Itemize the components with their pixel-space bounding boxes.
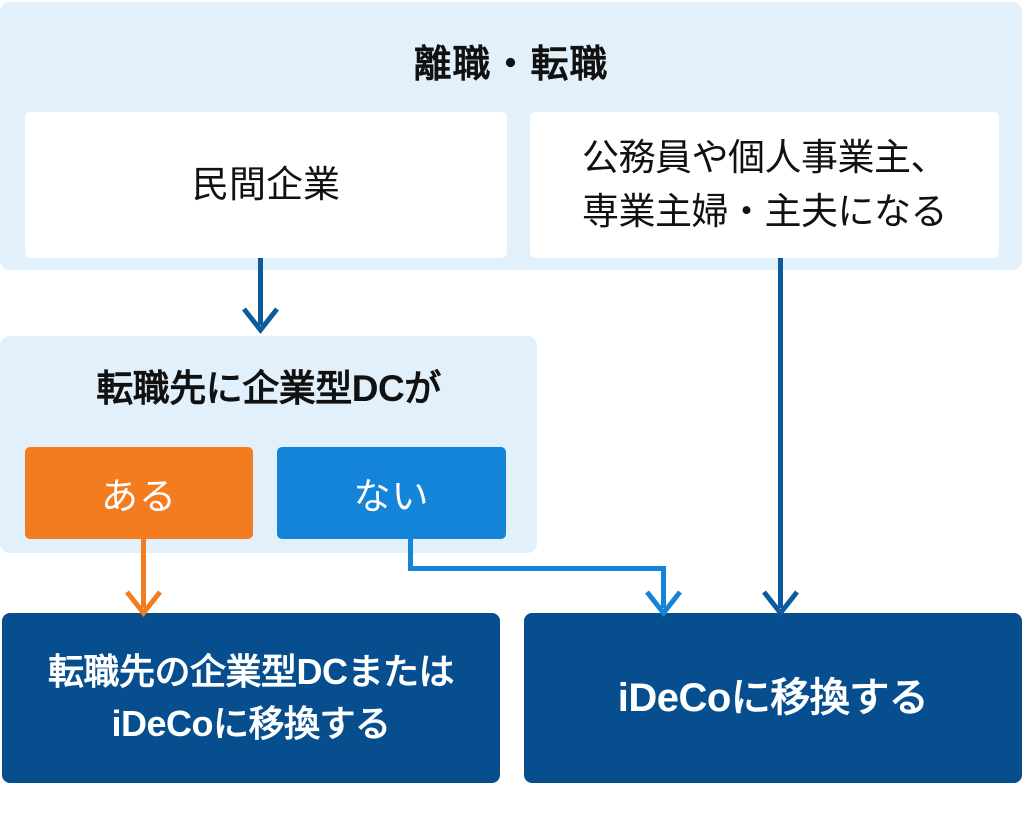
decision-question: 転職先に企業型DCが [96, 368, 441, 409]
option-label-public-servant-line1: 公務員や個人事業主、 [582, 137, 948, 179]
diagram-title: 離職・転職 [413, 44, 609, 86]
decision-choice-yes[interactable]: ある [25, 447, 253, 539]
result-left-line1: 転職先の企業型DCまたは [48, 650, 455, 692]
decision-choice-no-label: ない [353, 476, 430, 517]
decision-choice-no[interactable]: ない [277, 447, 506, 539]
option-box-public-servant[interactable]: 公務員や個人事業主、 専業主婦・主夫になる [530, 112, 999, 258]
decision-choice-yes-label: ある [101, 476, 177, 517]
connector-public-to-ideco [762, 258, 799, 618]
result-left-line2: iDeCoに移換する [111, 703, 391, 744]
option-label-private-company: 民間企業 [192, 164, 340, 206]
option-label-public-servant-line2: 専業主婦・主夫になる [582, 191, 948, 232]
result-box-transfer-to-new-dc-or-ideco[interactable]: 転職先の企業型DCまたは iDeCoに移換する [2, 613, 500, 783]
result-right-line1: iDeCoに移換する [617, 676, 929, 720]
result-box-transfer-to-ideco[interactable]: iDeCoに移換する [524, 613, 1022, 783]
option-box-private-company[interactable]: 民間企業 [25, 112, 507, 258]
